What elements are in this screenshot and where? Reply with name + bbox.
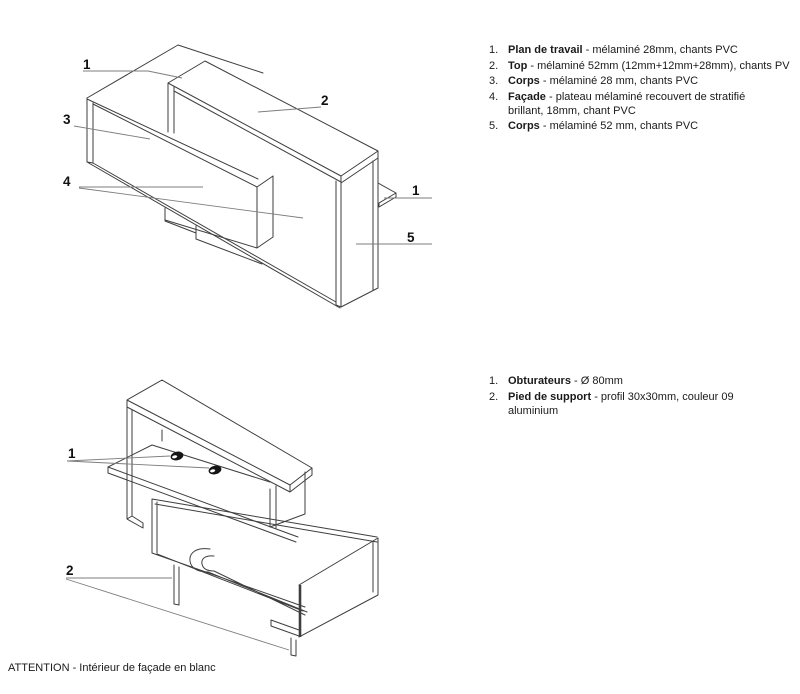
part-name: Façade: [508, 90, 546, 103]
part-name: Corps: [508, 75, 540, 87]
part-name: Corps: [508, 120, 540, 132]
part-number: 1.: [489, 375, 499, 387]
part-description: - profil 30x30mm, couleur 09: [594, 390, 734, 403]
top-diagram-counter-linework: [86, 44, 397, 309]
bottom-diagram-counter-linework: [107, 379, 379, 657]
part-number: 2.: [489, 59, 499, 72]
facade-panel-linework: [164, 175, 274, 249]
worksurface-linework: [107, 444, 299, 543]
part-name: Plan de travail: [508, 44, 583, 56]
part-item-pied-de-support: 2. Pied de support - profil 30x30mm, coul…: [489, 390, 739, 418]
part-description: - plateau mélaminé recouvert de stratifi…: [548, 90, 746, 103]
part-description-continued: brillant, 18mm, chant PVC: [508, 104, 636, 117]
callout-obturateurs: 1: [68, 446, 76, 461]
riser-shelf-linework: [126, 379, 313, 493]
callout-plan-de-travail-left: 1: [83, 57, 91, 72]
worktop-right-tab-linework: [377, 182, 397, 208]
grommet-icon: [170, 451, 184, 461]
callout-facade: 4: [63, 174, 71, 189]
part-item-plan-de-travail: 1. Plan de travail - mélaminé 28mm, chant…: [489, 43, 800, 57]
part-description-continued: aluminium: [508, 404, 559, 417]
callout-corps-left: 3: [63, 112, 71, 127]
part-description: - mélaminé 52 mm, chants PVC: [542, 120, 699, 132]
lower-counter-linework: [151, 498, 379, 638]
part-number: 4.: [489, 90, 499, 103]
callout-corps-right: 5: [407, 230, 415, 245]
part-number: 3.: [489, 75, 499, 87]
part-name: Top: [508, 59, 528, 72]
bottom-diagram-leader-lines: [65, 455, 290, 651]
callout-pied-de-support: 2: [66, 563, 74, 578]
leader-lines-top: [73, 70, 432, 245]
riser-support-linework: [269, 471, 306, 529]
leader-lines-bottom: [65, 455, 290, 651]
part-description: - mélaminé 28mm, chants PVC: [585, 44, 738, 56]
parts-list-top: 1. Plan de travail - mélaminé 28mm, chant…: [489, 43, 800, 135]
part-name: Pied de support: [508, 390, 592, 403]
part-item-corps-28: 3. Corps - mélaminé 28 mm, chants PVC: [489, 74, 800, 88]
callout-top: 2: [321, 93, 329, 108]
callout-plan-de-travail-right: 1: [412, 183, 420, 198]
right-end-panel-linework: [335, 157, 379, 308]
part-name: Obturateurs: [508, 375, 571, 387]
part-item-corps-52: 5. Corps - mélaminé 52 mm, chants PVC: [489, 119, 800, 133]
part-number: 2.: [489, 390, 499, 403]
plinth-steps-linework: [164, 207, 263, 265]
part-number: 5.: [489, 120, 499, 132]
attention-note: ATTENTION - Intérieur de façade en blanc: [8, 662, 216, 674]
grommet-icon: [208, 465, 222, 475]
back-panel-linework: [126, 406, 163, 529]
parts-list-bottom: 1. Obturateurs - Ø 80mm 2. Pied de support…: [489, 374, 739, 419]
top-diagram-leader-lines: [73, 70, 432, 245]
legs-linework: [173, 564, 300, 657]
part-description: - mélaminé 28 mm, chants PVC: [542, 75, 699, 87]
part-description: - mélaminé 52mm (12mm+12mm+28mm), chants…: [530, 59, 790, 72]
worktop-linework: [86, 44, 341, 309]
part-item-facade: 4. Façade - plateau mélaminé recouvert de…: [489, 90, 800, 118]
part-item-top: 2. Top - mélaminé 52mm (12mm+12mm+28mm), …: [489, 59, 800, 73]
counter-top-slab-linework: [167, 60, 379, 184]
part-item-obturateurs: 1. Obturateurs - Ø 80mm: [489, 374, 739, 388]
part-number: 1.: [489, 44, 499, 56]
part-description: - Ø 80mm: [574, 375, 623, 387]
